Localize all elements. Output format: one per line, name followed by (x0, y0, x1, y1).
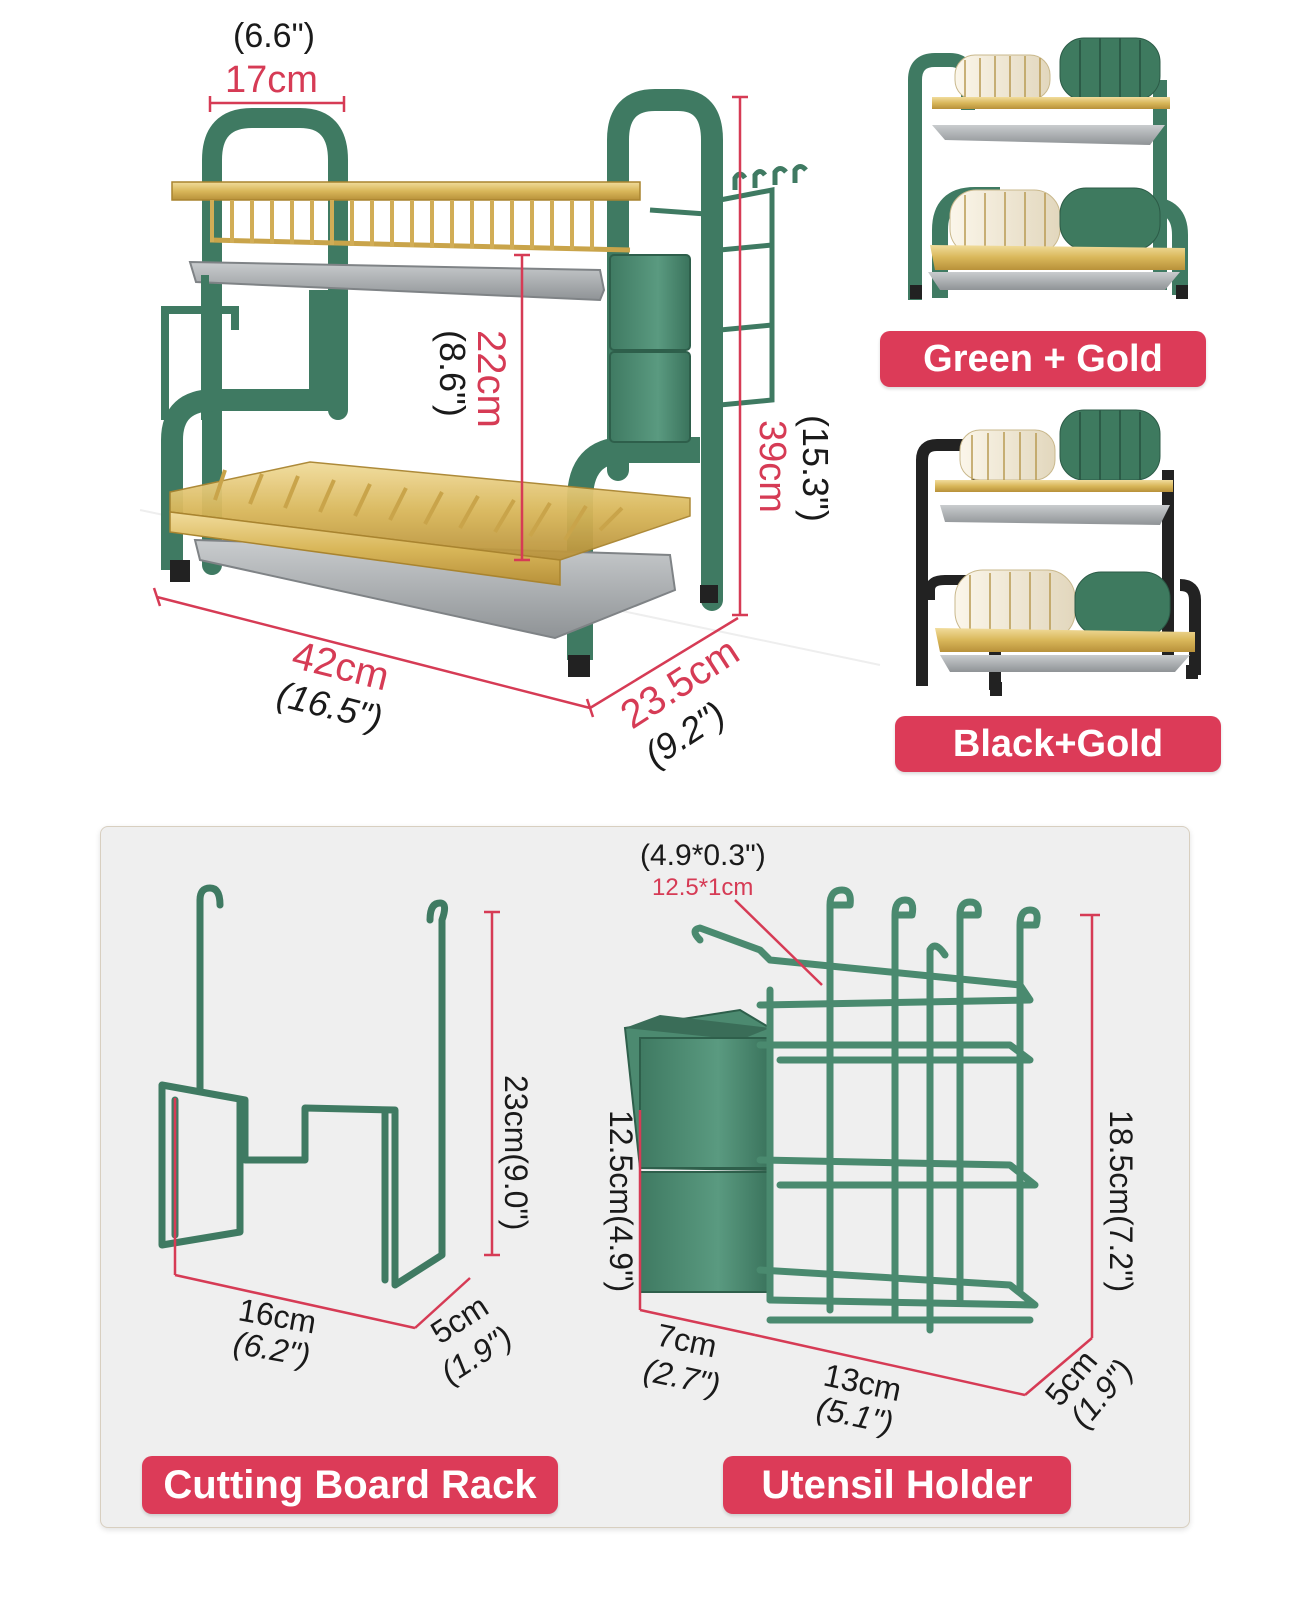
variant-black-gold-text: Black+Gold (952, 722, 1164, 765)
holder-height: 18.5cm(7.2") (1103, 1110, 1139, 1292)
cutting-board-rack-label: Cutting Board Rack (142, 1456, 558, 1514)
cutting-board-rack-title: Cutting Board Rack (163, 1462, 537, 1507)
height-inch: (15.3") (795, 415, 836, 522)
utensil-holder-title: Utensil Holder (761, 1462, 1033, 1507)
cutting-board-height: 23cm(9.0") (498, 1075, 534, 1230)
utensil-holder-drawing (623, 886, 1041, 1334)
main-rack-dimension-lines (152, 95, 748, 718)
variant-green-gold-text: Green + Gold (923, 337, 1163, 380)
hook-size-cm: 12.5*1cm (652, 874, 753, 901)
utensil-holder-label: Utensil Holder (723, 1456, 1071, 1514)
variant-green-gold-image (908, 37, 1188, 300)
variant-black-gold-image (916, 409, 1201, 696)
utensil-holder-dimension-labels: (4.9*0.3") 12.5*1cm 12.5cm(4.9") 18.5cm(… (603, 839, 1140, 1441)
cutting-board-dimension-lines (173, 910, 500, 1330)
utensil-holder-dimension-lines (638, 899, 1100, 1397)
cutting-board-dimension-labels: 23cm(9.0") 16cm (6.2") 5cm (1.9") (231, 1075, 534, 1391)
tier-gap-cm: 22cm (469, 330, 513, 428)
cutting-board-rack-drawing (158, 884, 449, 1289)
height-cm: 39cm (751, 420, 793, 513)
hook-size-inch: (4.9*0.3") (640, 839, 766, 872)
handle-width-cm: 17cm (225, 59, 318, 101)
cup-height: 12.5cm(4.9") (603, 1110, 639, 1292)
tier-gap-inch: (8.6") (432, 330, 473, 417)
variant-label-black-gold: Black+Gold (895, 716, 1221, 772)
handle-width-inch: (6.6") (233, 17, 315, 55)
variant-label-green-gold: Green + Gold (880, 331, 1206, 387)
main-rack-illustration (139, 89, 881, 677)
